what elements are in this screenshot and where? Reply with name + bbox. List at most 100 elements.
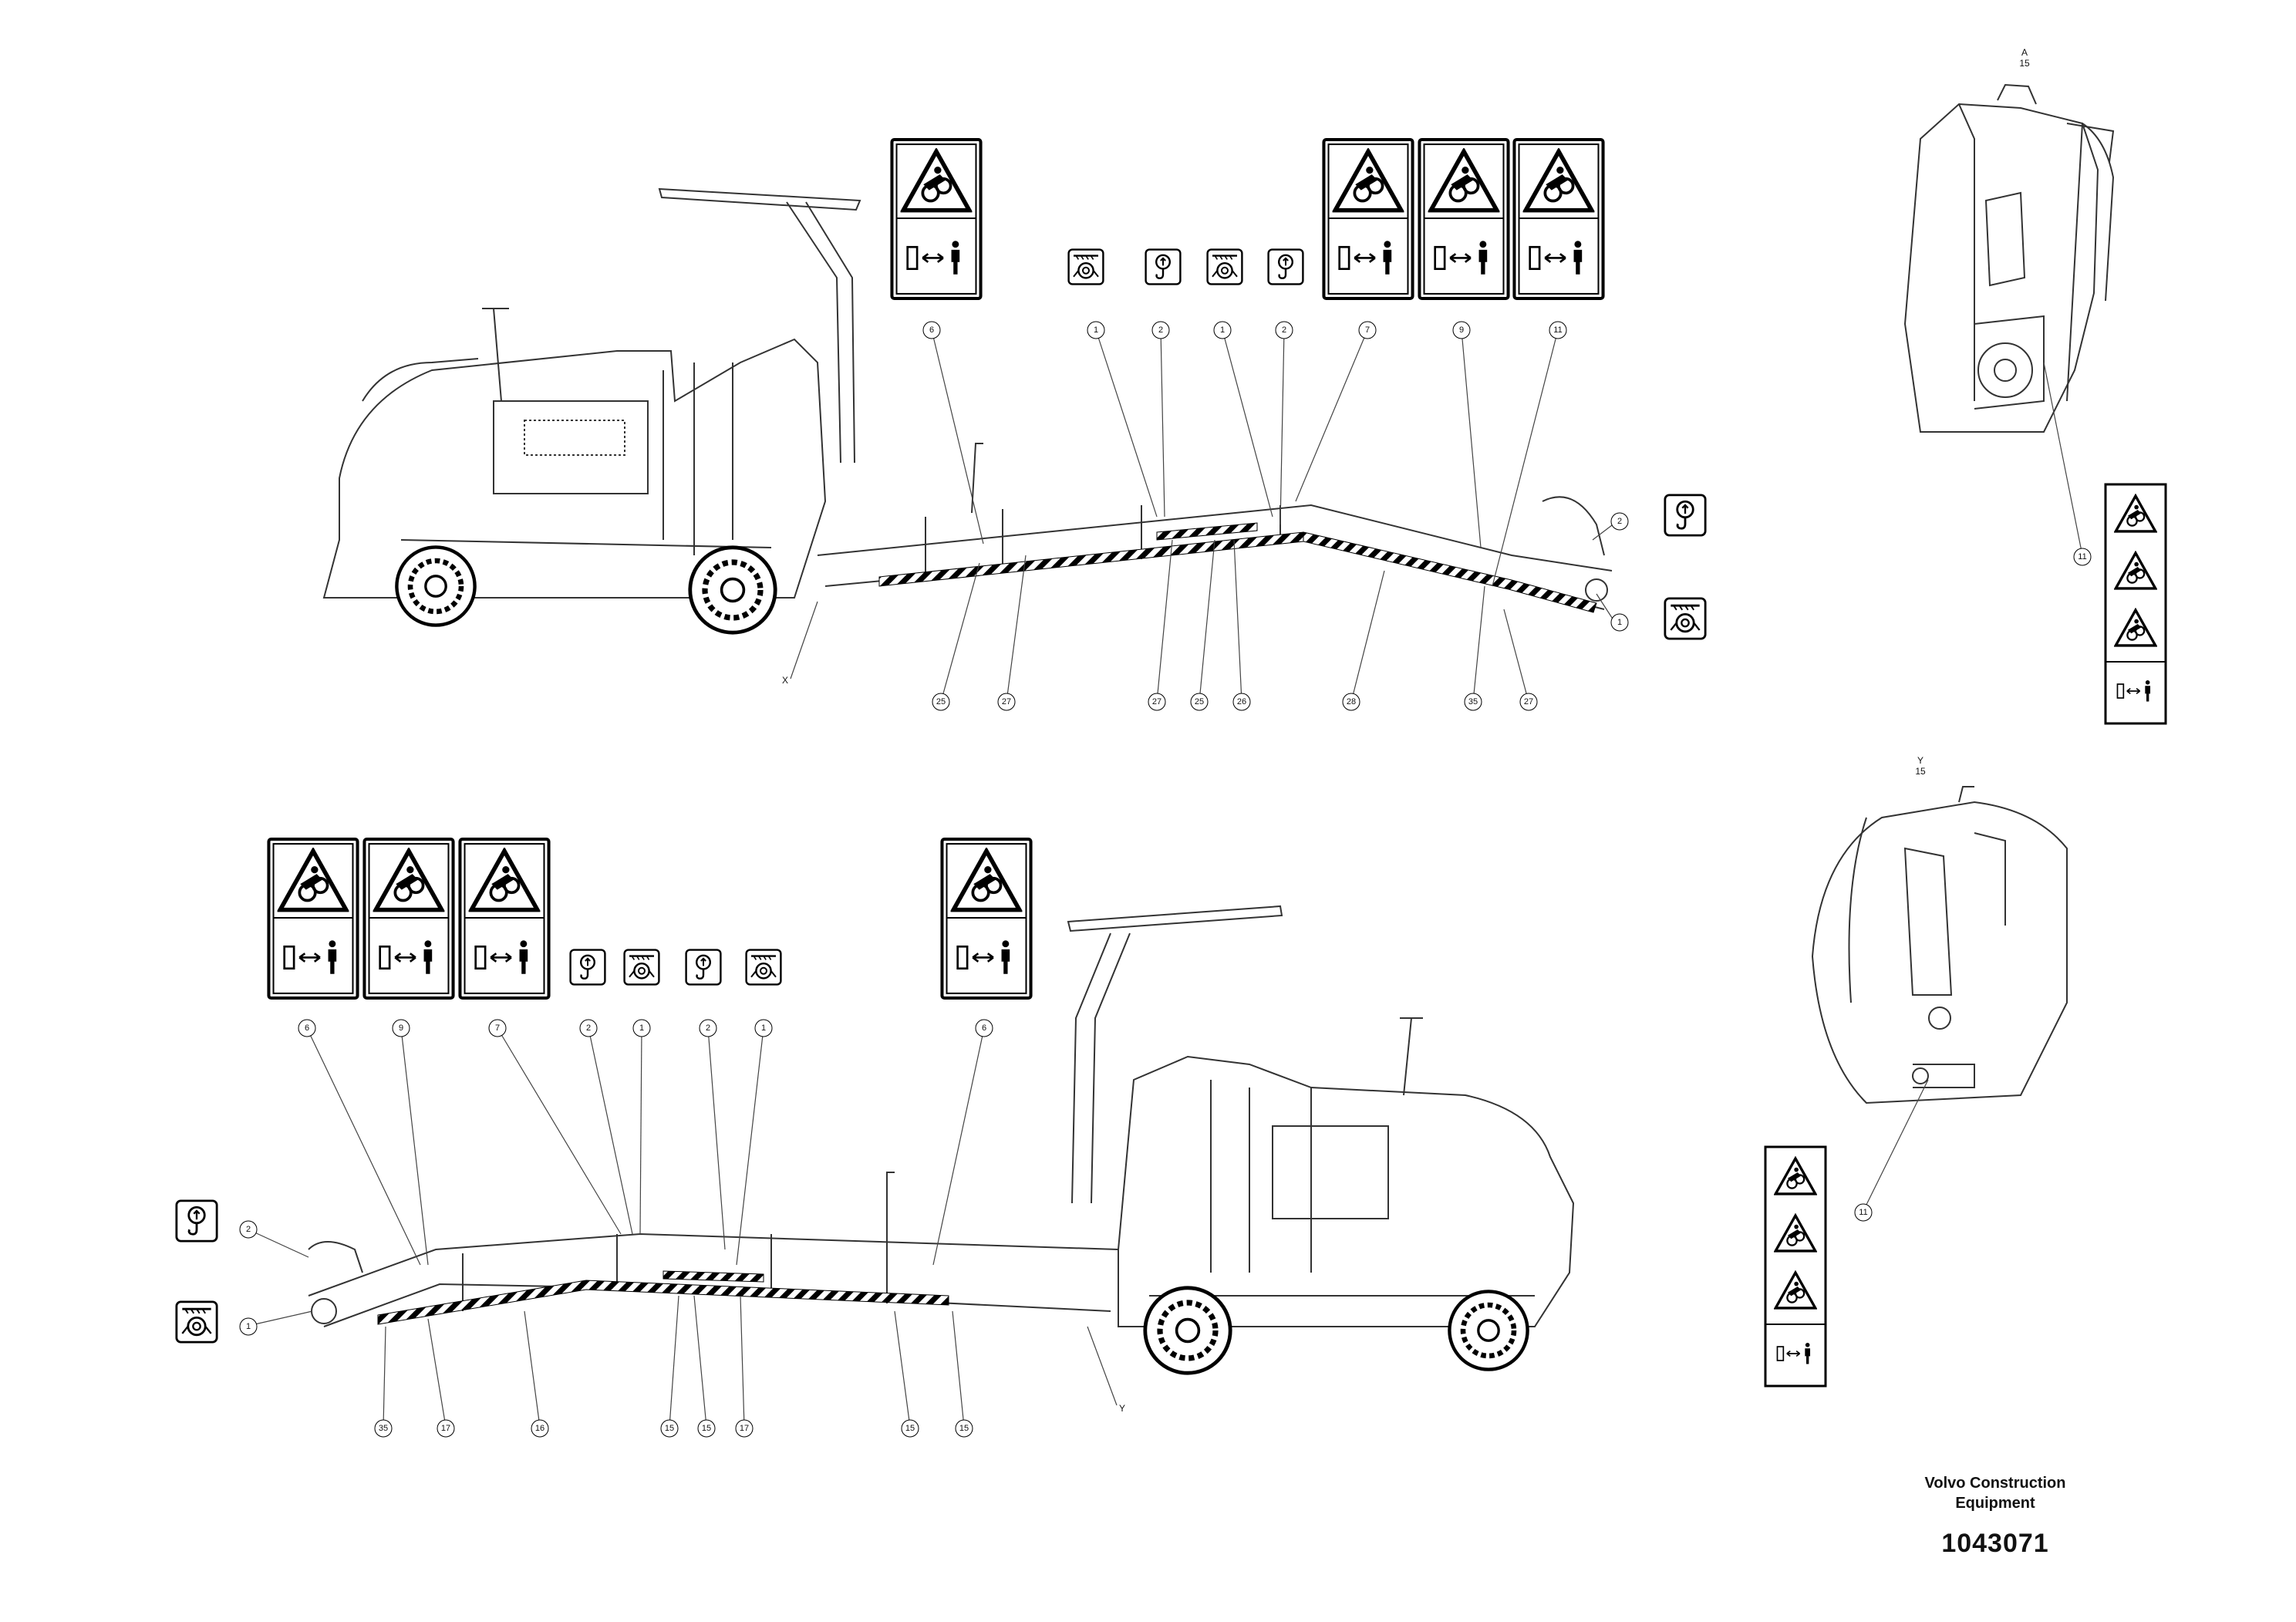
lift-decal (1067, 248, 1104, 285)
svg-text:2: 2 (246, 1225, 251, 1234)
svg-text:15: 15 (905, 1424, 915, 1433)
lift-decal (1267, 248, 1304, 285)
svg-text:25: 25 (1195, 697, 1204, 706)
svg-text:6: 6 (929, 325, 934, 335)
svg-text:2: 2 (1617, 517, 1622, 526)
callout: 35 (1464, 693, 1482, 711)
tie-decal (745, 949, 782, 986)
warning-strip (377, 1280, 949, 1325)
tie-decal (1664, 597, 1707, 640)
warning-strip (1156, 522, 1258, 541)
warning-decal (460, 839, 548, 998)
callout: 11 (1854, 1203, 1873, 1222)
svg-text:16: 16 (535, 1424, 544, 1433)
callout: 16 (531, 1419, 549, 1438)
svg-text:11: 11 (2078, 552, 2086, 561)
svg-text:1: 1 (1220, 325, 1225, 335)
leader-lines-top (790, 329, 1616, 703)
machine-side-view-right (308, 905, 1575, 1373)
callout: 1 (1213, 321, 1232, 339)
callout: 15 (697, 1419, 716, 1438)
publisher-line-2: Equipment (1955, 1495, 2035, 1512)
svg-text:1: 1 (1617, 618, 1622, 627)
callout: 9 (392, 1019, 410, 1037)
warning-decal (1514, 140, 1603, 298)
svg-text:11: 11 (1553, 325, 1562, 335)
leader-line (1863, 1079, 1929, 1212)
callout: 2 (699, 1019, 717, 1037)
view-ref-y: Y (1119, 1403, 1125, 1414)
stacked-warning-decal-y (1764, 1145, 1827, 1388)
warning-decal (1323, 140, 1412, 298)
svg-text:9: 9 (1459, 325, 1464, 335)
callout: 25 (1190, 693, 1209, 711)
svg-text:15: 15 (665, 1424, 674, 1433)
callout: 28 (1342, 693, 1360, 711)
svg-text:1: 1 (639, 1023, 644, 1033)
callout: 9 (1452, 321, 1471, 339)
svg-text:7: 7 (495, 1023, 500, 1033)
svg-text:2: 2 (586, 1023, 591, 1033)
callout: 27 (997, 693, 1016, 711)
svg-text:27: 27 (1002, 697, 1011, 706)
detail-y-drawing (1811, 786, 2068, 1104)
svg-text:17: 17 (441, 1424, 450, 1433)
warning-decal (942, 839, 1030, 998)
callout: 17 (437, 1419, 455, 1438)
callout: 2 (1275, 321, 1293, 339)
warning-strip (878, 531, 1304, 587)
callout: 11 (1549, 321, 1567, 339)
callout: 2 (239, 1220, 258, 1239)
svg-text:1: 1 (1094, 325, 1098, 335)
callout: 35 (374, 1419, 393, 1438)
callout: 1 (1087, 321, 1105, 339)
callout: 2 (579, 1019, 598, 1037)
lift-decal (175, 1199, 218, 1243)
warning-decal (892, 140, 980, 298)
lift-decal (569, 949, 606, 986)
detail-a-label: A (2021, 47, 2028, 58)
callout: 15 (660, 1419, 679, 1438)
lift-decal (685, 949, 722, 986)
svg-text:7: 7 (1365, 325, 1370, 335)
tie-decal (623, 949, 660, 986)
callout: 27 (1148, 693, 1166, 711)
svg-text:27: 27 (1524, 697, 1533, 706)
svg-text:28: 28 (1347, 697, 1356, 706)
tie-decal (175, 1300, 218, 1344)
detail-a-drawing (1903, 83, 2115, 433)
warning-decal (1419, 140, 1508, 298)
view-ref-x: X (782, 675, 788, 686)
detail-a-scale: 15 (2019, 58, 2030, 69)
warning-strip (663, 1270, 764, 1283)
svg-text:2: 2 (1282, 325, 1286, 335)
callouts-top-upper: 6 1 2 1 2 7 9 11 (922, 321, 1567, 339)
callout: 6 (975, 1019, 993, 1037)
svg-text:2: 2 (1158, 325, 1163, 335)
callout: 6 (922, 321, 941, 339)
callout: 1 (632, 1019, 651, 1037)
callout: 26 (1232, 693, 1251, 711)
svg-text:15: 15 (959, 1424, 969, 1433)
svg-text:2: 2 (706, 1023, 710, 1033)
tie-decal (1206, 248, 1243, 285)
callout: 6 (298, 1019, 316, 1037)
svg-text:11: 11 (1859, 1208, 1867, 1217)
callout: 15 (901, 1419, 919, 1438)
svg-text:26: 26 (1237, 697, 1246, 706)
callout: 1 (754, 1019, 773, 1037)
warning-decal (364, 839, 453, 998)
svg-text:1: 1 (246, 1322, 251, 1331)
callout: 7 (488, 1019, 507, 1037)
callout: 25 (932, 693, 950, 711)
svg-text:27: 27 (1152, 697, 1161, 706)
callout: 11 (2073, 548, 2092, 566)
svg-text:1: 1 (761, 1023, 766, 1033)
publisher-line-1: Volvo Construction (1924, 1475, 2066, 1492)
leader-line (2043, 362, 2083, 556)
lift-decal (1664, 494, 1707, 537)
detail-y-scale: 15 (1915, 766, 1926, 777)
callout: 2 (1610, 512, 1629, 531)
drawing-number: 1043071 (1941, 1529, 2049, 1558)
